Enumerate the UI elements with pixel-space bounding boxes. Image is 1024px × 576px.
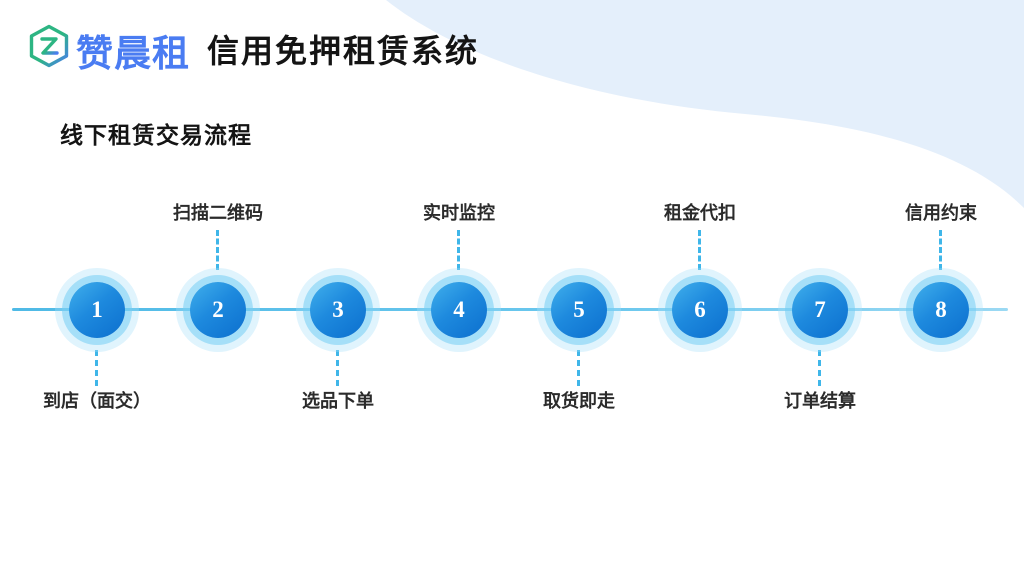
timeline-step-3: 3 选品下单 (268, 196, 408, 418)
step-label: 到店（面交） (43, 391, 151, 411)
step-label: 实时监控 (423, 203, 495, 223)
step-label: 取货即走 (543, 391, 615, 411)
step-circle: 1 (69, 282, 125, 338)
step-circle: 8 (913, 282, 969, 338)
step-circle: 3 (310, 282, 366, 338)
dashed-connector (577, 350, 580, 386)
dashed-connector (216, 230, 219, 270)
brand-name: 赞晨租 (76, 33, 190, 74)
timeline-step-2: 2 扫描二维码 (148, 196, 288, 418)
step-number: 5 (573, 297, 585, 322)
dashed-connector (698, 230, 701, 270)
step-number: 6 (694, 297, 706, 322)
step-label: 信用约束 (905, 203, 977, 223)
step-number: 7 (814, 297, 826, 322)
step-label: 租金代扣 (664, 203, 736, 223)
step-label: 订单结算 (784, 391, 856, 411)
step-number: 4 (453, 297, 465, 322)
step-circle: 4 (431, 282, 487, 338)
step-circle: 6 (672, 282, 728, 338)
timeline-step-4: 4 实时监控 (389, 196, 529, 418)
dashed-connector (818, 350, 821, 386)
timeline-step-6: 6 租金代扣 (630, 196, 770, 418)
step-circle: 5 (551, 282, 607, 338)
page-title: 信用免押租赁系统 (207, 33, 480, 69)
timeline-step-1: 1 到店（面交） (27, 196, 167, 418)
step-number: 8 (935, 297, 947, 322)
section-title: 线下租赁交易流程 (60, 122, 252, 148)
brand-hexagon-logo-icon (29, 24, 69, 68)
step-label: 选品下单 (302, 391, 374, 411)
step-label: 扫描二维码 (173, 203, 263, 223)
step-number: 1 (91, 297, 103, 322)
step-number: 3 (332, 297, 344, 322)
dashed-connector (336, 350, 339, 386)
timeline-axis-line (12, 308, 1008, 311)
timeline-step-5: 5 取货即走 (509, 196, 649, 418)
dashed-connector (457, 230, 460, 270)
timeline-step-8: 8 信用约束 (871, 196, 1011, 418)
step-circle: 7 (792, 282, 848, 338)
timeline-step-7: 7 订单结算 (750, 196, 890, 418)
dashed-connector (939, 230, 942, 270)
step-circle: 2 (190, 282, 246, 338)
dashed-connector (95, 350, 98, 386)
step-number: 2 (212, 297, 224, 322)
